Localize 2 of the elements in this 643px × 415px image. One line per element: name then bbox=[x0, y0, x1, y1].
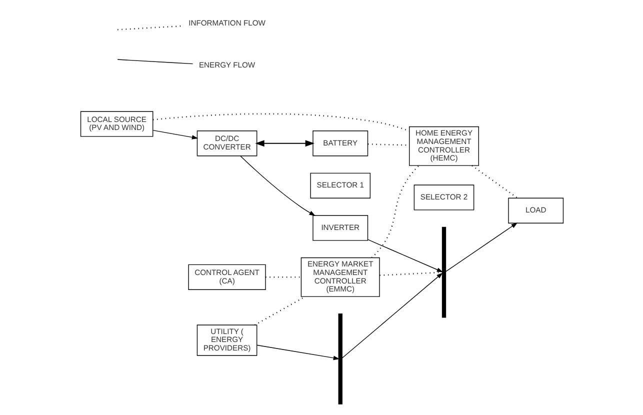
legend-label: ENERGY FLOW bbox=[198, 60, 255, 70]
legend-label: INFORMATION FLOW bbox=[188, 18, 265, 28]
